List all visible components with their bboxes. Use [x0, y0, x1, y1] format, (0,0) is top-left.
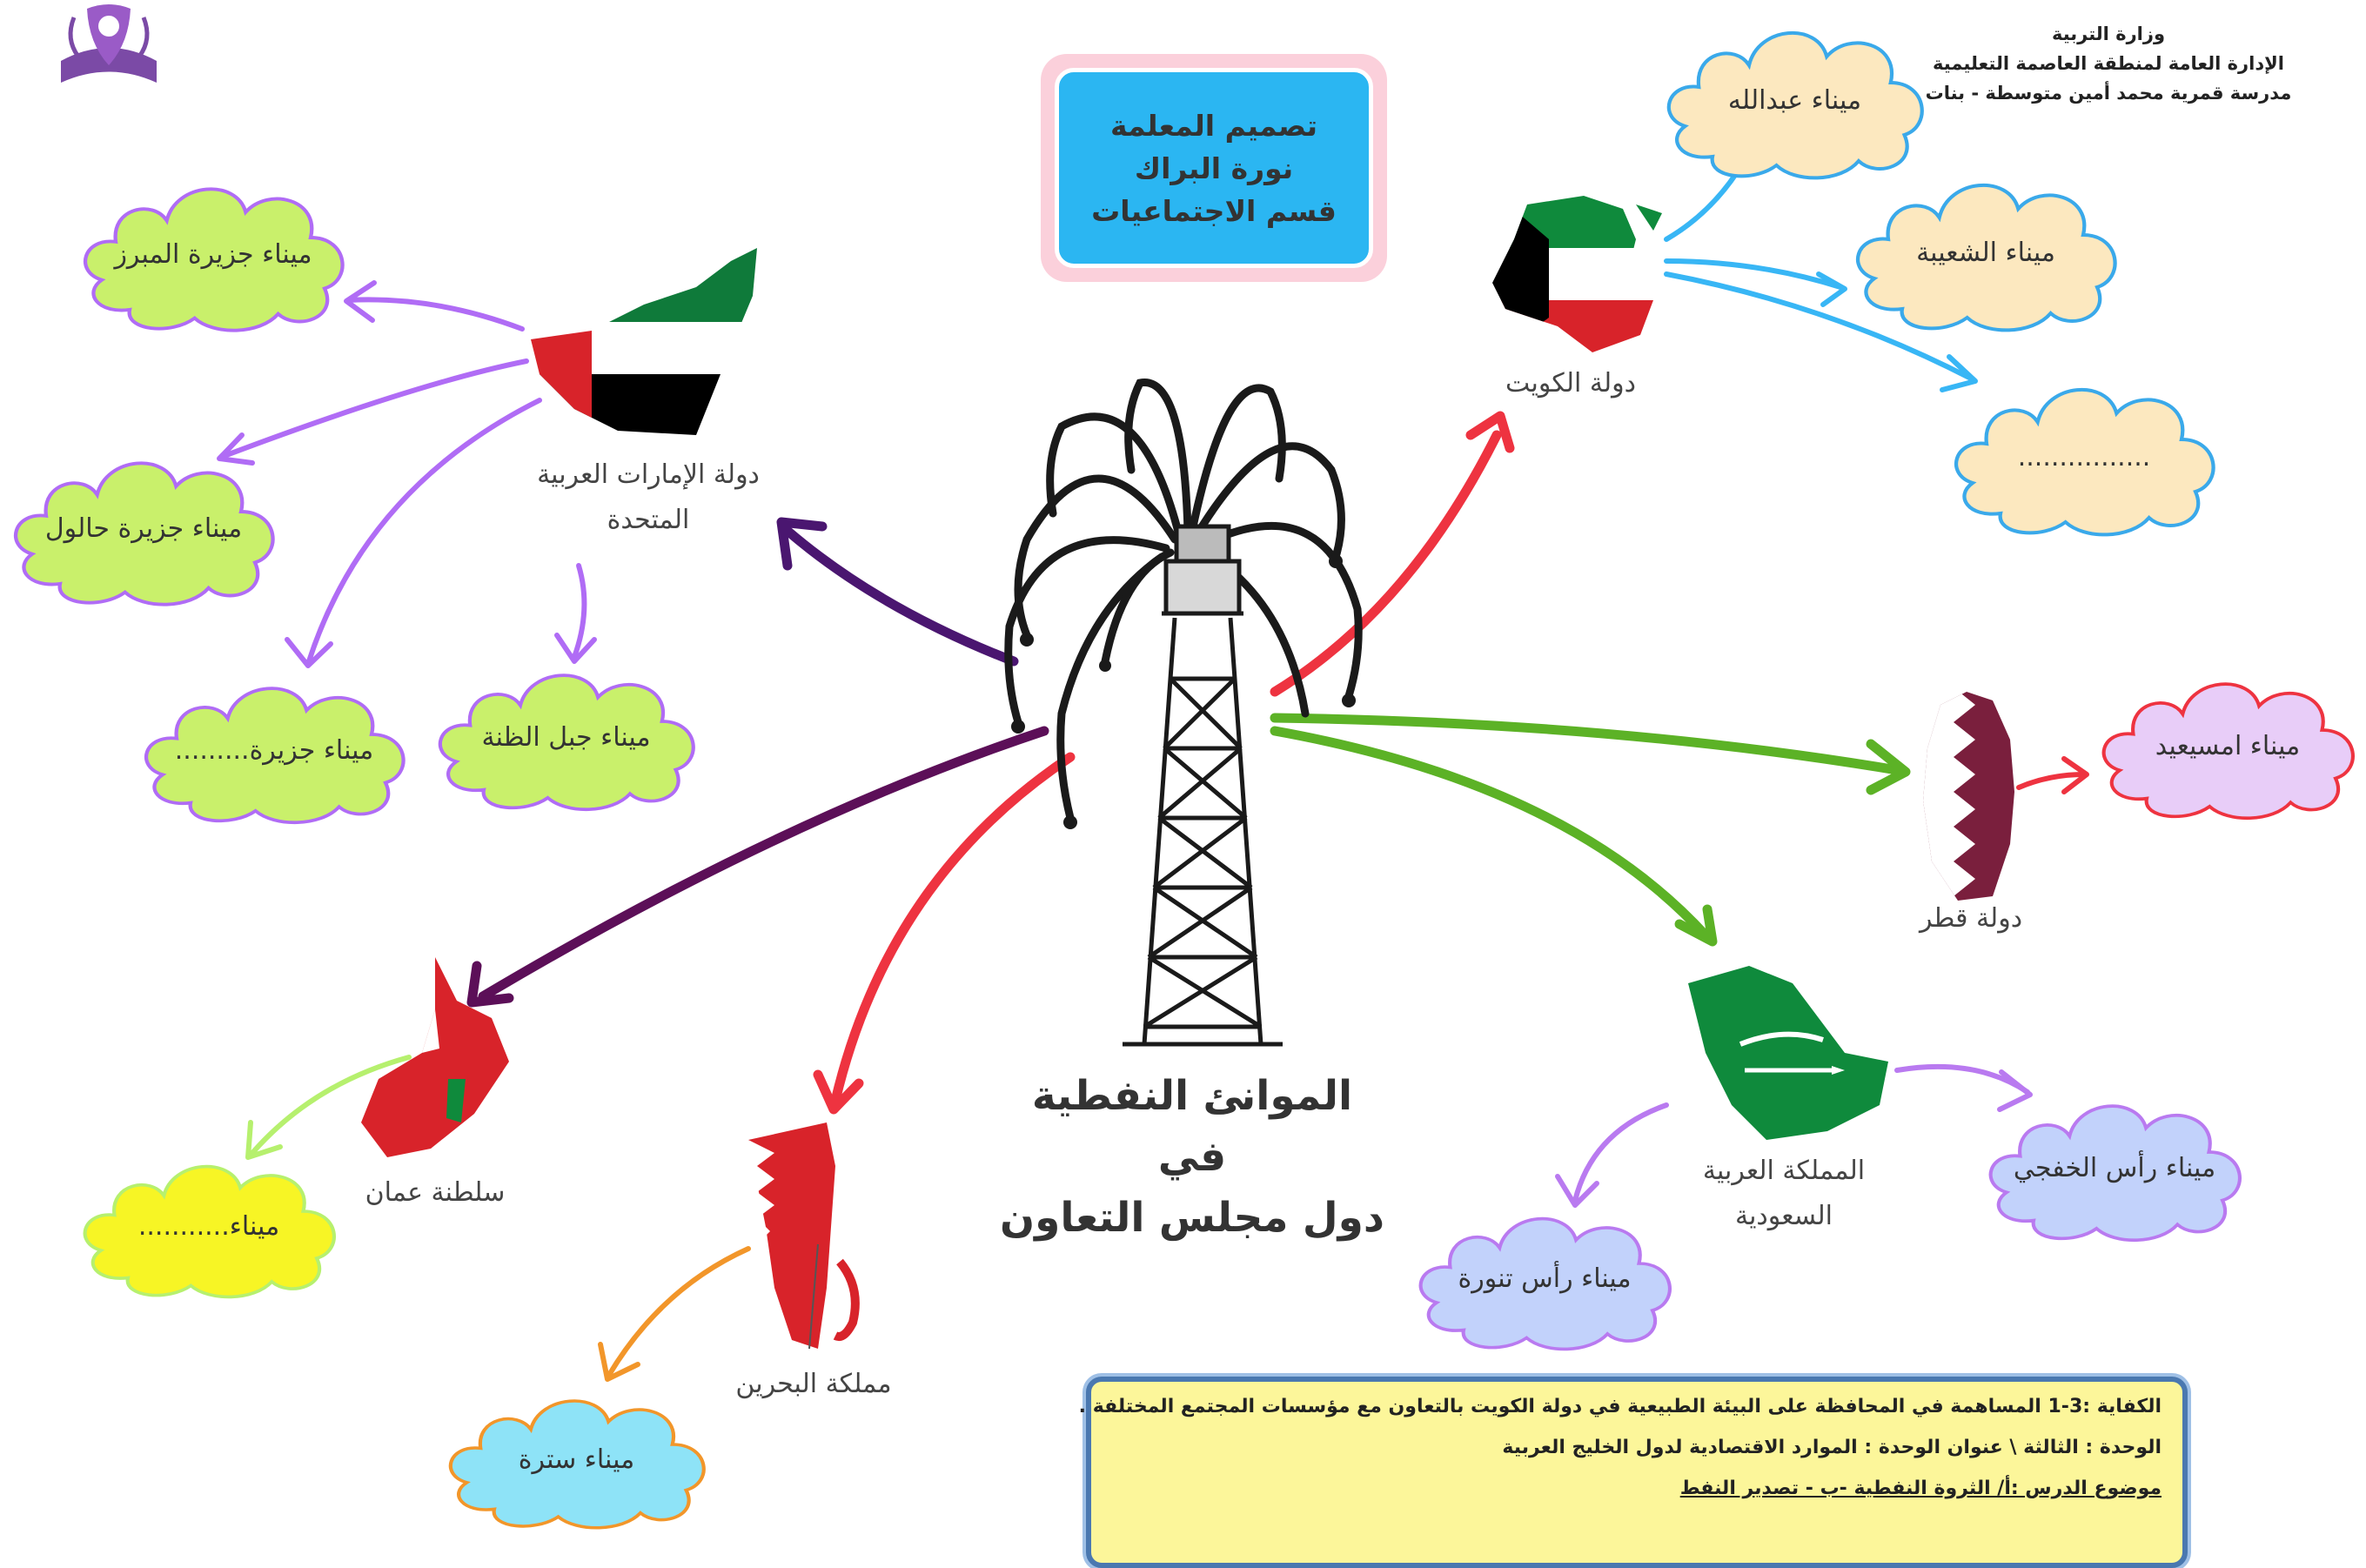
bahrain-branch-arrow [598, 1246, 751, 1382]
cloud-shape [1666, 30, 1924, 180]
saudi-label-line-2: السعودية [1734, 1201, 1833, 1231]
ministry-name: وزارة التربية [2051, 23, 2166, 44]
oman-flag-map-icon [361, 957, 509, 1157]
qatar-branch-arrow [2016, 756, 2089, 794]
port-cloud-kuwait-blank: ................ [1945, 370, 2223, 544]
port-cloud-shuaiba: ميناء الشعيبة [1847, 165, 2125, 339]
port-name: ميناء جزيرة......... [174, 734, 374, 766]
lesson-topic-text: موضوع الدرس :أ/ الثروة النفطية -ب - تصدي… [1679, 1478, 2162, 1499]
oil-derrick-icon [1004, 379, 1363, 1047]
kuwait-flag-map-icon [1492, 196, 1662, 352]
saudi-branch-arrows [1555, 1063, 2033, 1208]
port-cloud-sitra: ميناء سترة [439, 1384, 714, 1536]
port-cloud-jebel-dhanna: ميناء جبل الظنة [429, 657, 703, 818]
cloud-shape [438, 673, 695, 812]
main-arrows [466, 411, 1911, 1115]
ministry-header: وزارة التربية الإدارة العامة لمنطقة العا… [1882, 19, 2335, 108]
credit-line-1: تصميم المعلمة [1110, 108, 1317, 143]
credit-line-3: قسم الاجتماعيات [1091, 193, 1337, 228]
main-title: الموانئ النفطية في دول مجلس التعاون [992, 1066, 1392, 1249]
port-cloud-ras-tanura: ميناء رأس تنورة [1410, 1201, 1679, 1357]
port-name: ميناء جزيرة حالول [44, 513, 243, 544]
cloud-shape [1988, 1104, 2242, 1243]
lesson-info-box: الكفاية :3-1 المساهمة في المحافظة على ال… [1078, 1377, 2188, 1568]
cloud-shape [1856, 183, 2117, 332]
port-cloud-abdullah: ميناء عبدالله [1658, 13, 1932, 187]
port-name: ميناء سترة [518, 1444, 635, 1475]
saudi-label-line-1: المملكة العربية [1702, 1156, 1866, 1186]
school-logo [61, 4, 157, 83]
title-line-2: دول مجلس التعاون [1000, 1194, 1384, 1242]
port-name: ميناء........... [137, 1211, 280, 1243]
port-name: ميناء عبدالله [1727, 84, 1862, 116]
port-cloud-oman-blank: ميناء........... [74, 1149, 344, 1305]
designer-credit-box: تصميم المعلمة نورة البراك قسم الاجتماعيا… [1041, 54, 1387, 282]
port-name: ميناء رأس الخفجي [2013, 1152, 2216, 1183]
title-line-1: الموانئ النفطية في [1031, 1072, 1353, 1181]
unit-text: الوحدة : الثالثة \ عنوان الوحدة : الموار… [1502, 1437, 2162, 1458]
port-name: ................ [2017, 441, 2151, 472]
arrows-layer [217, 145, 2089, 1382]
country-label-oman: سلطنة عمان [365, 1177, 506, 1208]
cloud-shape [2101, 682, 2355, 821]
designer-credit-inner: تصميم المعلمة نورة البراك قسم الاجتماعيا… [1055, 68, 1373, 268]
cloud-shape [84, 187, 345, 332]
country-label-bahrain: مملكة البحرين [735, 1369, 892, 1399]
cloud-shape [14, 461, 275, 606]
competency-text: الكفاية :3-1 المساهمة في المحافظة على ال… [1078, 1396, 2162, 1417]
port-cloud-khafji: ميناء رأس الخفجي [1980, 1088, 2249, 1249]
bahrain-flag-map-icon [748, 1122, 860, 1350]
port-name: ميناء امسيعيد [2155, 730, 2301, 761]
uae-label-line-1: دولة الإمارات العربية [537, 459, 760, 490]
port-name: ميناء الشعيبة [1916, 237, 2055, 268]
cloud-shape [1954, 387, 2215, 537]
cloud-shape [448, 1399, 706, 1530]
saudi-flag-map-icon [1688, 966, 1888, 1140]
qatar-flag-map-icon [1923, 692, 2014, 901]
port-cloud-mubarraz: ميناء جزيرة المبرز [74, 170, 352, 339]
port-cloud-halul: ميناء جزيرة حالول [4, 444, 283, 613]
school-name: مدرسة قمرية محمد أمين متوسطة - بنات [1925, 83, 2292, 104]
port-name: ميناء رأس تنورة [1458, 1263, 1632, 1295]
oman-branch-arrow [245, 1055, 412, 1160]
uae-flag-map-icon [531, 248, 757, 435]
country-label-saudi: المملكة العربية السعودية [1671, 1149, 1897, 1239]
uae-label-line-2: المتحدة [607, 505, 690, 535]
port-name: ميناء جبل الظنة [481, 721, 651, 753]
country-label-uae: دولة الإمارات العربية المتحدة [522, 452, 774, 543]
port-name: ميناء جزيرة المبرز [114, 238, 312, 270]
cloud-shape [83, 1164, 336, 1299]
country-label-kuwait: دولة الكويت [1505, 368, 1636, 399]
cloud-shape [144, 687, 406, 825]
cloud-shape [1418, 1216, 1672, 1351]
port-cloud-jazira-blank: ميناء جزيرة......... [135, 670, 413, 831]
credit-line-2: نورة البراك [1134, 151, 1294, 185]
uae-branch-arrows [217, 280, 597, 668]
port-cloud-mesaieed: ميناء امسيعيد [2093, 666, 2363, 827]
country-label-qatar: دولة قطر [1919, 903, 2023, 934]
directorate-name: الإدارة العامة لمنطقة العاصمة التعليمية [1933, 53, 2284, 74]
